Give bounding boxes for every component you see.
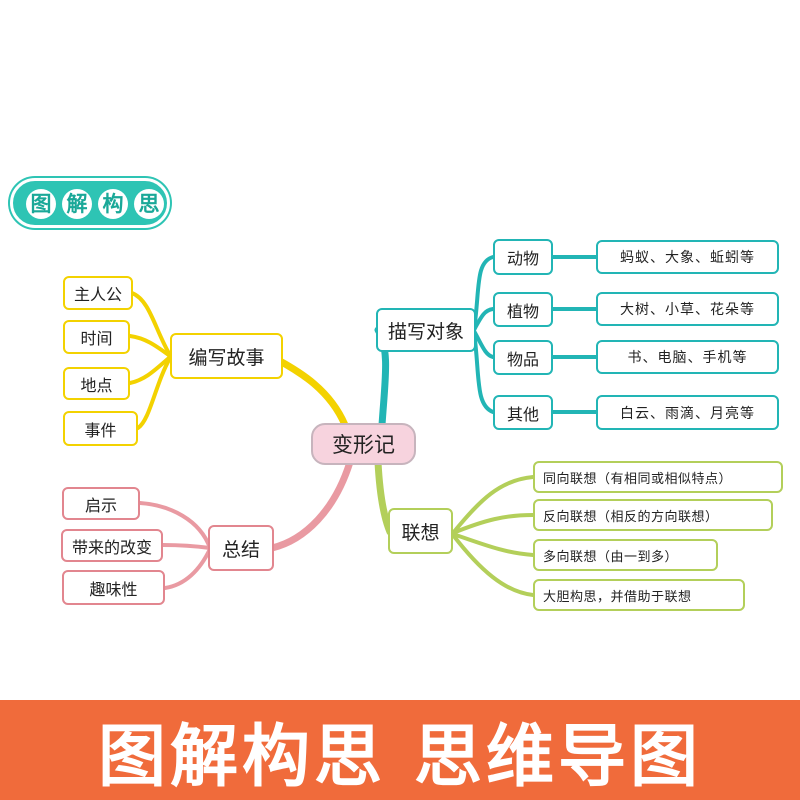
assoc-item: 反向联想（相反的方向联想） (533, 499, 773, 531)
object-item: 植物 (493, 292, 553, 327)
connector-story-3 (128, 355, 172, 385)
story-item: 地点 (63, 367, 130, 400)
connector-object-4 (472, 330, 495, 414)
connector-assoc-4 (451, 533, 535, 597)
object-detail: 蚂蚁、大象、蚯蚓等 (596, 240, 779, 274)
title-badge-char: 解 (62, 189, 92, 219)
center-node: 变形记 (311, 423, 416, 465)
connector-assoc-1 (451, 475, 535, 535)
connector-assoc-3 (451, 532, 535, 557)
title-badge-char: 思 (134, 189, 164, 219)
banner-text-2: 思维导图 (414, 717, 703, 797)
branch-story: 编写故事 (170, 333, 283, 379)
assoc-item: 大胆构思，并借助于联想 (533, 579, 745, 611)
banner-text-1: 图解构思 (97, 717, 386, 797)
story-item: 事件 (63, 411, 138, 446)
branch-assoc: 联想 (388, 508, 453, 554)
title-badge: 图 解 构 思 (10, 178, 170, 228)
connector-summary-3 (163, 547, 212, 590)
connector-story-2 (128, 334, 172, 358)
connector-center-story (274, 356, 349, 429)
connector-object-1 (472, 255, 495, 332)
assoc-item: 多向联想（由一到多） (533, 539, 718, 571)
title-badge-char: 图 (26, 189, 56, 219)
summary-item: 启示 (62, 487, 140, 520)
object-detail: 白云、雨滴、月亮等 (596, 395, 779, 430)
connector-center-summary (268, 458, 354, 552)
summary-item: 带来的改变 (61, 529, 163, 562)
connector-summary-1 (138, 501, 212, 550)
branch-object: 描写对象 (376, 308, 476, 352)
story-item: 主人公 (63, 276, 133, 310)
story-item: 时间 (63, 320, 130, 354)
connector-story-1 (130, 291, 172, 357)
object-item: 其他 (493, 395, 553, 430)
assoc-item: 同向联想（有相同或相似特点） (533, 461, 783, 493)
summary-item: 趣味性 (62, 570, 165, 605)
branch-summary: 总结 (208, 525, 274, 571)
object-item: 物品 (493, 340, 553, 375)
connector-assoc-2 (451, 513, 535, 535)
object-detail: 书、电脑、手机等 (596, 340, 779, 374)
title-badge-char: 构 (98, 189, 128, 219)
connector-summary-2 (161, 543, 212, 550)
object-item: 动物 (493, 239, 553, 275)
connector-story-4 (136, 356, 172, 430)
object-detail: 大树、小草、花朵等 (596, 292, 779, 326)
bottom-banner: 图解构思 思维导图 (0, 700, 800, 800)
